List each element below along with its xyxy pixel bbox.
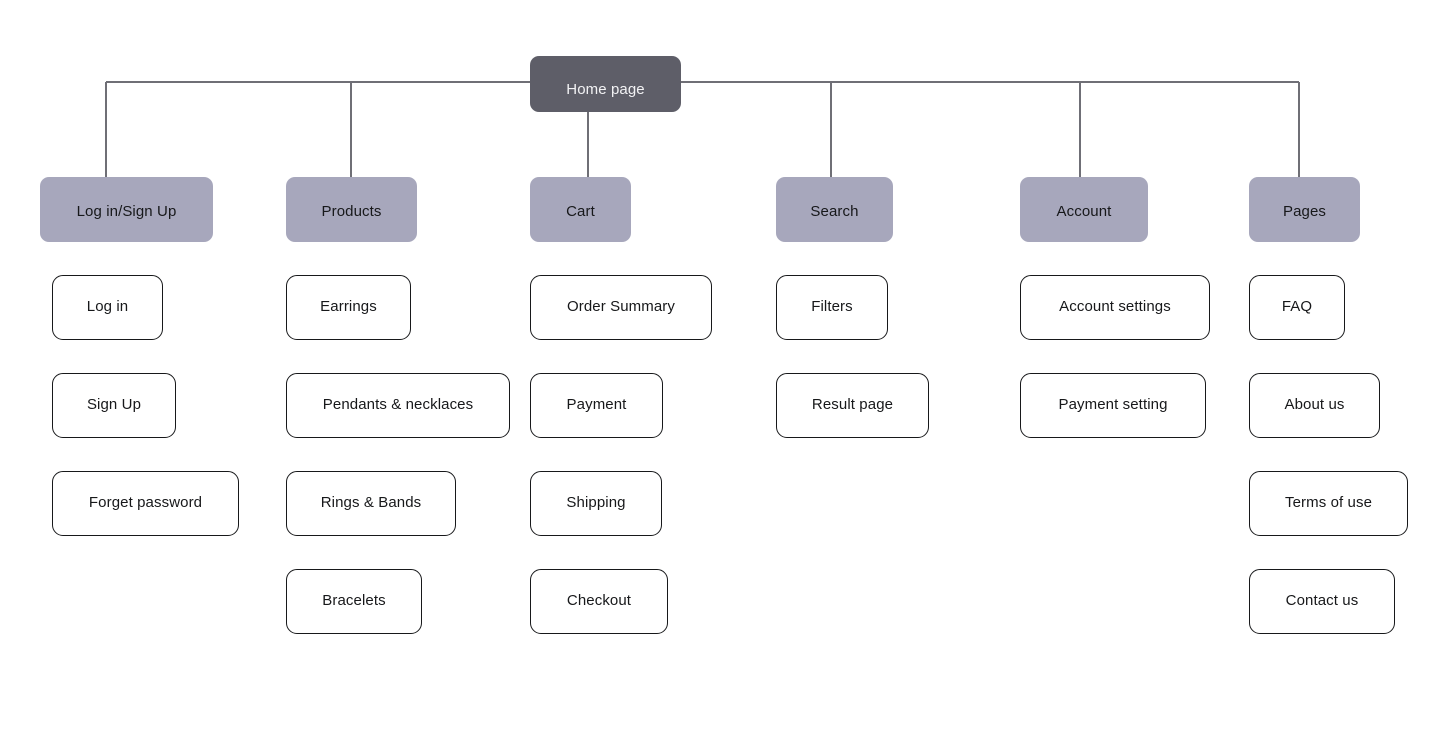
node-account-label: Account [1056, 203, 1112, 220]
node-about-us-label: About us [1284, 396, 1345, 413]
node-about-us[interactable]: About us [1249, 373, 1380, 438]
node-login-signup[interactable]: Log in/Sign Up [40, 177, 213, 242]
node-bracelets-label: Bracelets [322, 592, 386, 609]
node-pendants-necklaces-label: Pendants & necklaces [322, 396, 474, 413]
node-products-label: Products [321, 203, 382, 220]
node-payment-setting-label: Payment setting [1058, 396, 1168, 413]
node-account-settings-label: Account settings [1059, 298, 1171, 315]
node-terms-of-use-label: Terms of use [1284, 494, 1373, 511]
node-terms-of-use[interactable]: Terms of use [1249, 471, 1408, 536]
node-bracelets[interactable]: Bracelets [286, 569, 422, 634]
node-shipping[interactable]: Shipping [530, 471, 662, 536]
node-login-signup-label: Log in/Sign Up [76, 203, 177, 220]
node-log-in[interactable]: Log in [52, 275, 163, 340]
node-cart[interactable]: Cart [530, 177, 631, 242]
node-contact-us[interactable]: Contact us [1249, 569, 1395, 634]
node-order-summary-label: Order Summary [567, 298, 675, 315]
node-forget-password-label: Forget password [88, 494, 203, 511]
node-payment-label: Payment [566, 396, 627, 413]
node-earrings-label: Earrings [320, 298, 377, 315]
node-shipping-label: Shipping [566, 494, 626, 511]
node-search-label: Search [810, 203, 859, 220]
node-filters[interactable]: Filters [776, 275, 888, 340]
node-cart-label: Cart [566, 203, 595, 220]
node-payment-setting[interactable]: Payment setting [1020, 373, 1206, 438]
node-earrings[interactable]: Earrings [286, 275, 411, 340]
node-sign-up-label: Sign Up [86, 396, 142, 413]
node-checkout-label: Checkout [566, 592, 632, 609]
node-pages[interactable]: Pages [1249, 177, 1360, 242]
node-account-settings[interactable]: Account settings [1020, 275, 1210, 340]
node-rings-bands-label: Rings & Bands [320, 494, 422, 511]
node-order-summary[interactable]: Order Summary [530, 275, 712, 340]
node-account[interactable]: Account [1020, 177, 1148, 242]
node-products[interactable]: Products [286, 177, 417, 242]
node-contact-us-label: Contact us [1285, 592, 1359, 609]
node-home-page[interactable]: Home page [530, 56, 681, 112]
node-forget-password[interactable]: Forget password [52, 471, 239, 536]
node-checkout[interactable]: Checkout [530, 569, 668, 634]
node-pendants-necklaces[interactable]: Pendants & necklaces [286, 373, 510, 438]
node-search[interactable]: Search [776, 177, 893, 242]
node-rings-bands[interactable]: Rings & Bands [286, 471, 456, 536]
node-filters-label: Filters [811, 298, 853, 315]
node-payment[interactable]: Payment [530, 373, 663, 438]
node-faq[interactable]: FAQ [1249, 275, 1345, 340]
node-pages-label: Pages [1282, 203, 1327, 220]
node-sign-up[interactable]: Sign Up [52, 373, 176, 438]
node-log-in-label: Log in [86, 298, 129, 315]
node-faq-label: FAQ [1281, 298, 1313, 315]
node-result-page-label: Result page [811, 396, 894, 413]
node-result-page[interactable]: Result page [776, 373, 929, 438]
node-home-page-label: Home page [566, 81, 645, 98]
